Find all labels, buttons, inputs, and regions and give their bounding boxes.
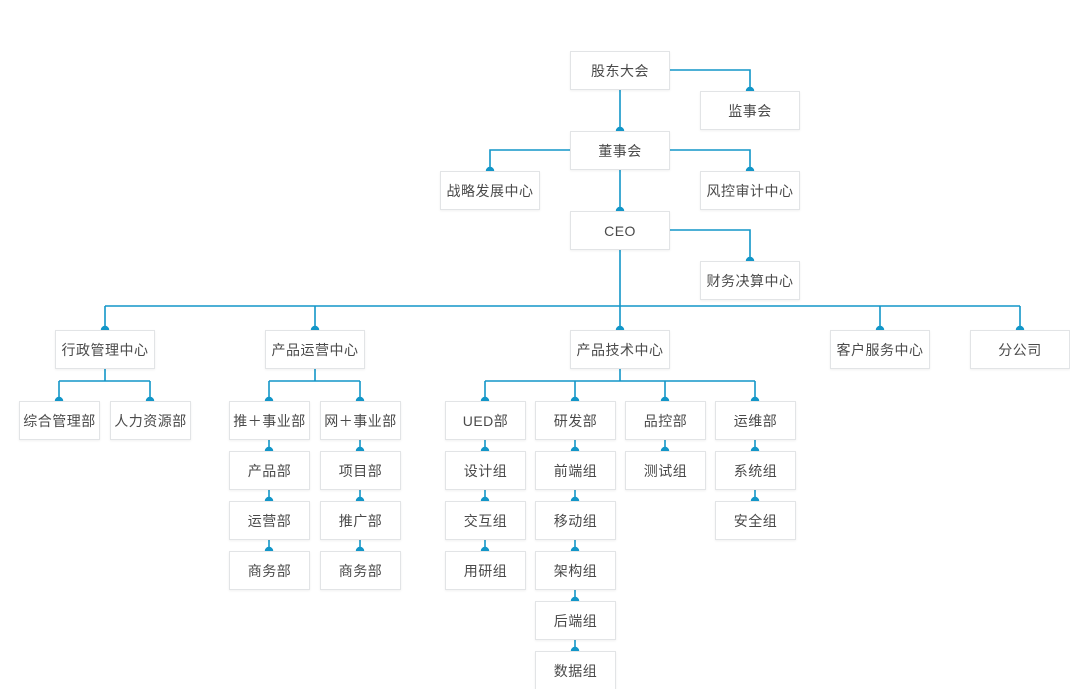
node-interaction-group[interactable]: 交互组 <box>445 501 526 540</box>
node-shareholders-meeting[interactable]: 股东大会 <box>570 51 670 90</box>
node-rd-dept[interactable]: 研发部 <box>535 401 616 440</box>
node-promo-dept[interactable]: 推广部 <box>320 501 401 540</box>
node-data-group[interactable]: 数据组 <box>535 651 616 689</box>
node-qa-dept[interactable]: 品控部 <box>625 401 706 440</box>
node-customer-service-center[interactable]: 客户服务中心 <box>830 330 930 369</box>
node-wang-bu[interactable]: 网＋事业部 <box>320 401 401 440</box>
node-branch-company[interactable]: 分公司 <box>970 330 1070 369</box>
link-shareholders-to-supervisors <box>670 69 751 91</box>
node-hr-dept[interactable]: 人力资源部 <box>110 401 191 440</box>
node-security-group[interactable]: 安全组 <box>715 501 796 540</box>
node-business-dept-b[interactable]: 商务部 <box>320 551 401 590</box>
node-mobile-group[interactable]: 移动组 <box>535 501 616 540</box>
node-tui-bu[interactable]: 推＋事业部 <box>229 401 310 440</box>
node-test-group[interactable]: 测试组 <box>625 451 706 490</box>
node-product-ops-center[interactable]: 产品运营中心 <box>265 330 365 369</box>
node-project-dept[interactable]: 项目部 <box>320 451 401 490</box>
node-architecture-group[interactable]: 架构组 <box>535 551 616 590</box>
node-board-of-supervisors[interactable]: 监事会 <box>700 91 800 130</box>
link-ceo-to-finance <box>670 229 751 261</box>
node-general-admin-dept[interactable]: 综合管理部 <box>19 401 100 440</box>
node-strategy-center[interactable]: 战略发展中心 <box>440 171 540 210</box>
node-design-group[interactable]: 设计组 <box>445 451 526 490</box>
node-ceo[interactable]: CEO <box>570 211 670 250</box>
node-admin-center[interactable]: 行政管理中心 <box>55 330 155 369</box>
node-ops-dept[interactable]: 运营部 <box>229 501 310 540</box>
node-frontend-group[interactable]: 前端组 <box>535 451 616 490</box>
link-board-to-strategy <box>489 149 570 171</box>
node-product-dept[interactable]: 产品部 <box>229 451 310 490</box>
link-board-to-risk-audit <box>670 149 751 171</box>
node-product-tech-center[interactable]: 产品技术中心 <box>570 330 670 369</box>
node-ued-dept[interactable]: UED部 <box>445 401 526 440</box>
node-user-research-group[interactable]: 用研组 <box>445 551 526 590</box>
node-backend-group[interactable]: 后端组 <box>535 601 616 640</box>
node-board-of-directors[interactable]: 董事会 <box>570 131 670 170</box>
node-risk-audit-center[interactable]: 风控审计中心 <box>700 171 800 210</box>
node-ops-maint-dept[interactable]: 运维部 <box>715 401 796 440</box>
node-system-group[interactable]: 系统组 <box>715 451 796 490</box>
node-finance-center[interactable]: 财务决算中心 <box>700 261 800 300</box>
node-business-dept-a[interactable]: 商务部 <box>229 551 310 590</box>
